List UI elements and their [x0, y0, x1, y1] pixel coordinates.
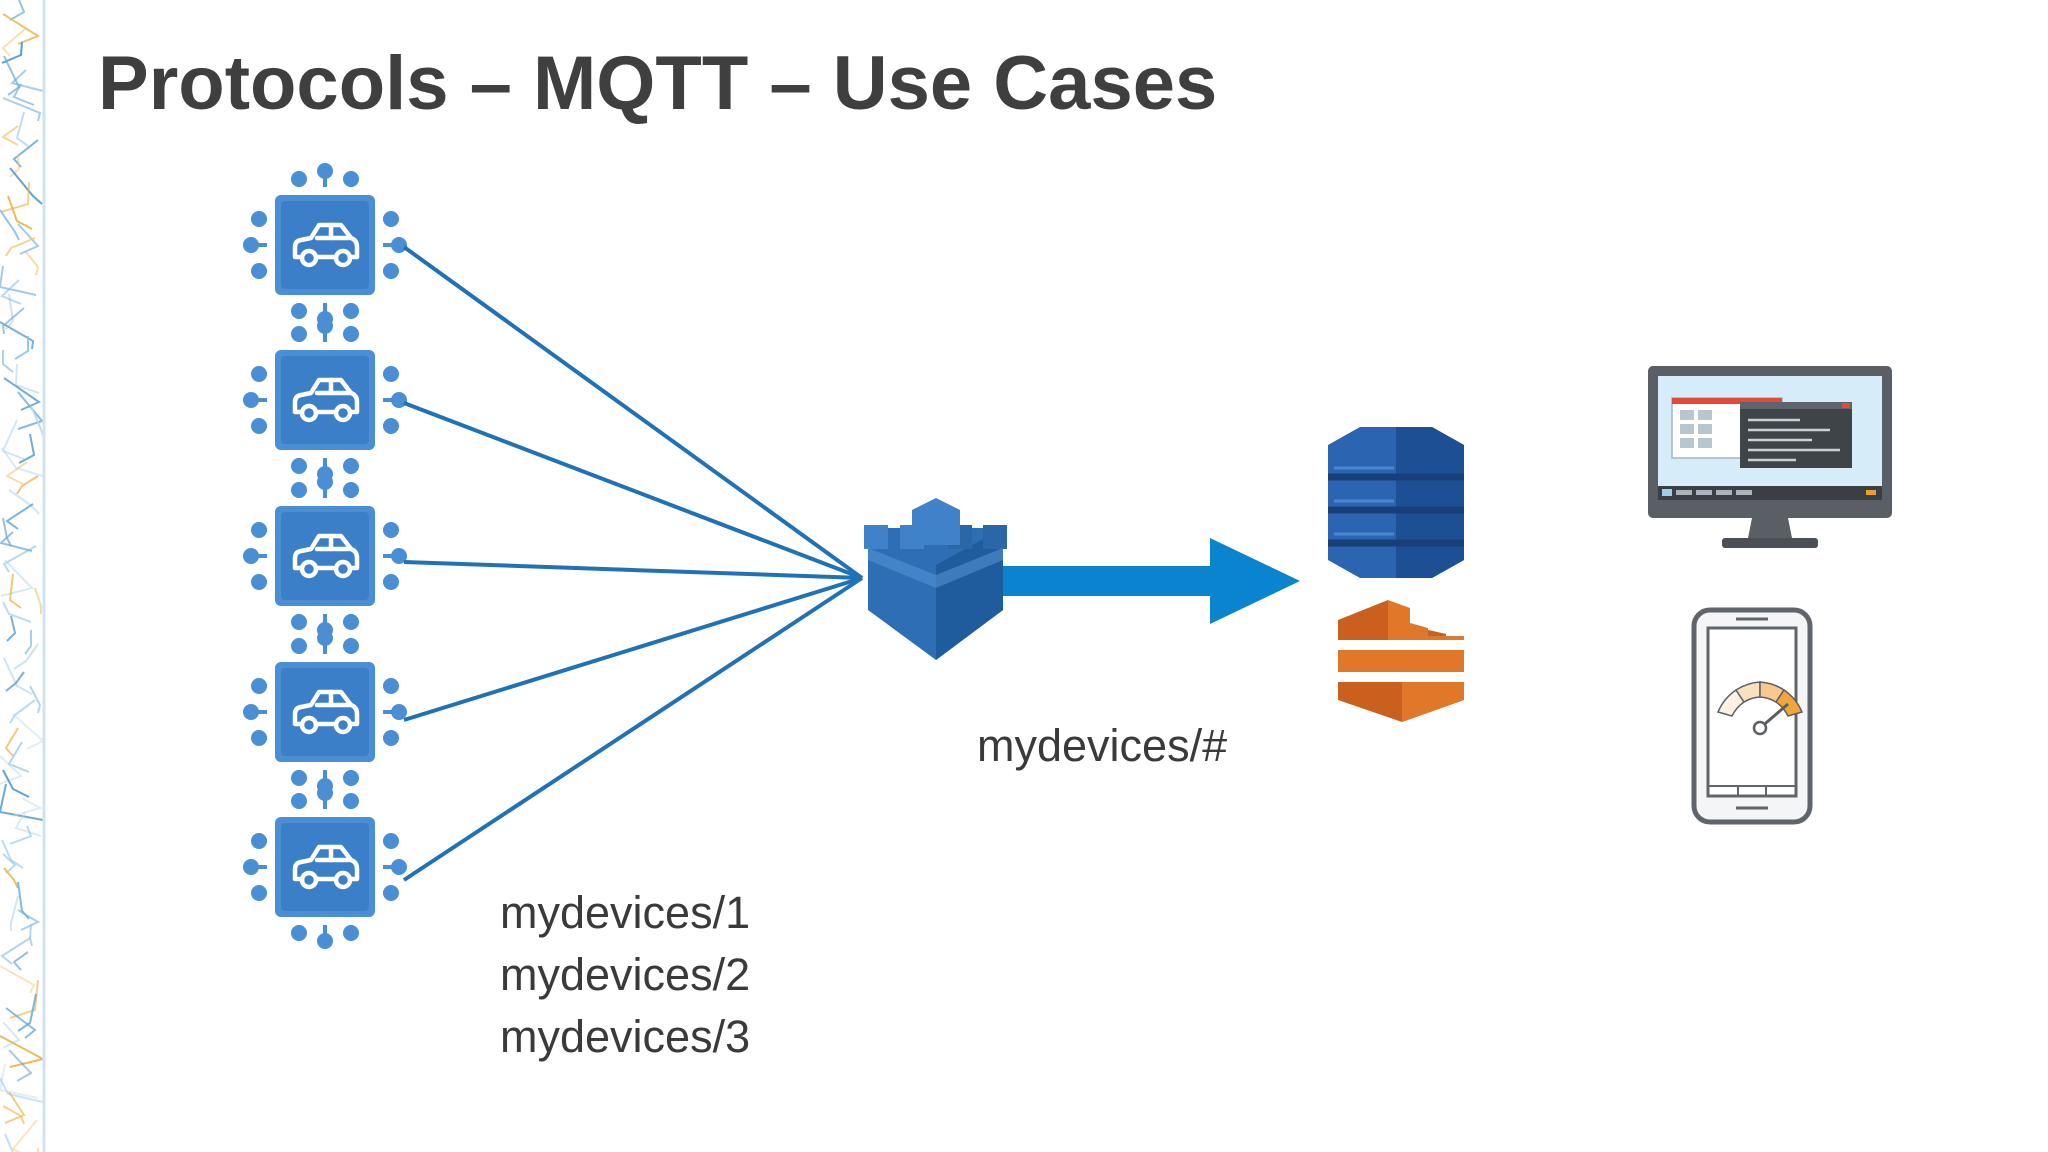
subscribe-topic: mydevices/#: [977, 720, 1228, 771]
publish-topic-1: mydevices/1: [500, 887, 751, 938]
iot-car-device-icon: [245, 320, 405, 480]
connection-line: [402, 245, 864, 580]
publish-topic-3: mydevices/3: [500, 1011, 751, 1062]
connection-line: [403, 401, 863, 580]
iot-car-device-icon: [245, 787, 405, 947]
publish-topics-list: mydevices/1 mydevices/2 mydevices/3: [500, 890, 750, 1076]
subscribe-arrow: [1003, 538, 1300, 624]
aws-iot-broker-icon: [864, 498, 1007, 660]
publish-topic-2: mydevices/2: [500, 949, 751, 1000]
iot-car-device-icon: [245, 632, 405, 792]
publish-connections: [402, 245, 864, 882]
decorative-side-pattern: [0, 0, 46, 1152]
kinesis-icon: [1338, 600, 1464, 722]
slide-title: Protocols – MQTT – Use Cases: [98, 41, 1218, 126]
device-group: [245, 165, 405, 947]
connection-line: [403, 576, 863, 722]
desktop-monitor-icon: [1648, 366, 1892, 548]
mobile-gauge-icon: [1691, 607, 1813, 825]
iot-car-device-icon: [245, 476, 405, 636]
iot-car-device-icon: [245, 165, 405, 325]
dynamodb-icon: [1328, 427, 1464, 578]
connection-line: [402, 576, 864, 882]
connection-line: [403, 560, 863, 580]
